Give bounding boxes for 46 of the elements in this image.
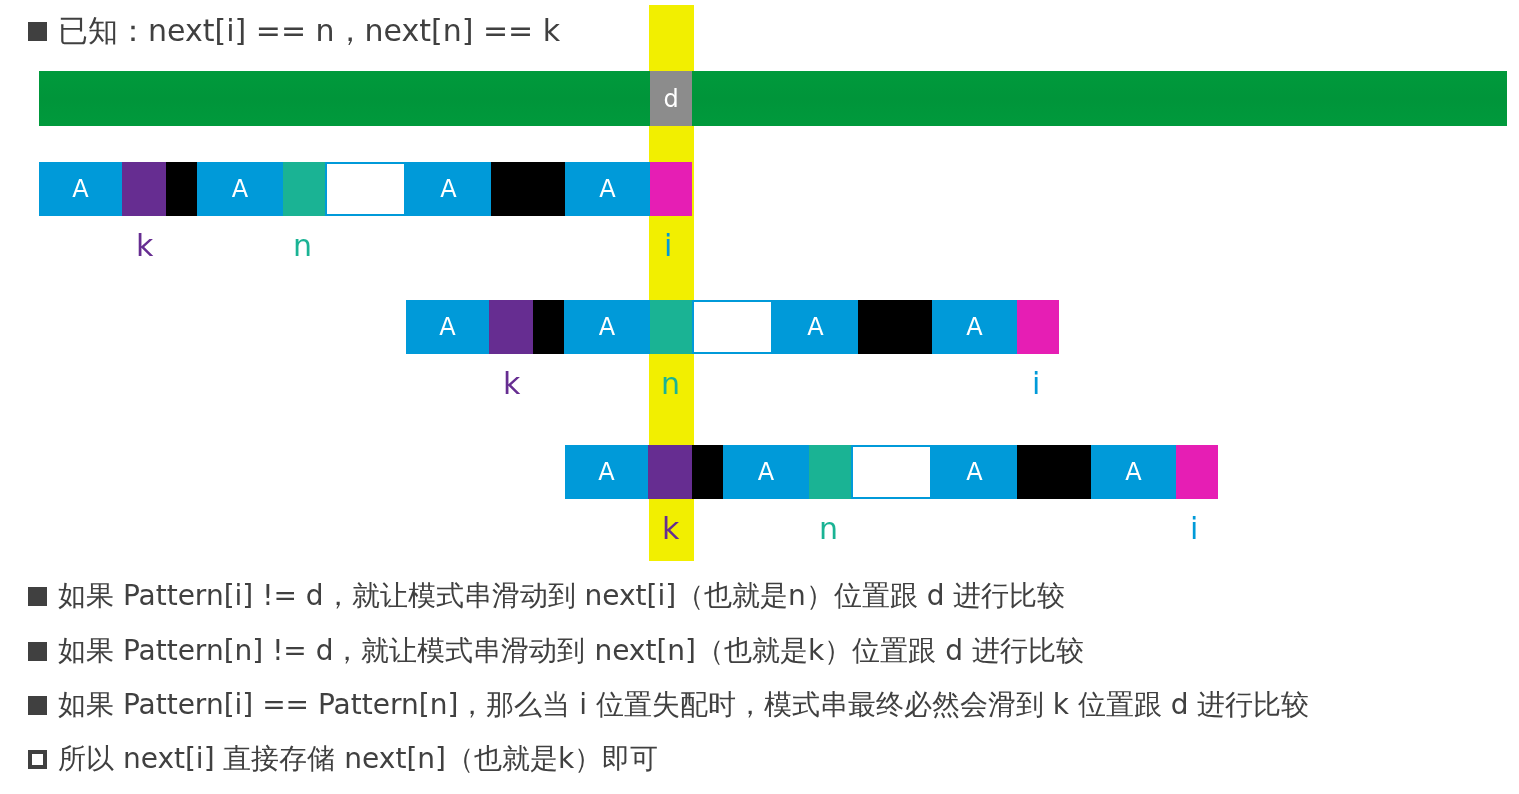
note-text: 如果 Pattern[i] == Pattern[n]，那么当 i 位置失配时，模式串最终必然会滑到 k 位置跟 d 进行比较 — [58, 688, 1310, 722]
character-cell — [851, 445, 932, 499]
note-text: 所以 next[i] 直接存储 next[n]（也就是k）即可 — [58, 742, 659, 776]
note-text: 如果 Pattern[i] != d，就让模式串滑动到 next[i]（也就是n）位置跟 d 进行比较 — [58, 579, 1066, 613]
character-cell: d — [650, 71, 692, 126]
character-cell — [650, 300, 692, 354]
index-label: k — [503, 367, 521, 401]
character-cell: A — [932, 445, 1017, 499]
index-label: i — [1032, 367, 1041, 401]
character-cell: A — [1091, 445, 1176, 499]
character-cell — [692, 445, 723, 499]
index-label: k — [662, 512, 680, 546]
character-cell — [1176, 445, 1218, 499]
character-cell: A — [565, 162, 650, 216]
character-cell — [692, 300, 773, 354]
string-bar — [39, 71, 1507, 126]
index-label: k — [136, 229, 154, 263]
character-cell — [650, 162, 692, 216]
character-cell: A — [197, 162, 283, 216]
heading-text: 已知：next[i] == n，next[n] == k — [58, 14, 561, 48]
character-cell: A — [406, 162, 491, 216]
character-cell — [1017, 300, 1059, 354]
index-label: n — [819, 512, 838, 546]
index-label: i — [664, 229, 673, 263]
character-cell: A — [406, 300, 489, 354]
character-cell — [858, 300, 932, 354]
character-cell — [489, 300, 533, 354]
index-label: n — [293, 229, 312, 263]
index-label: i — [1190, 512, 1199, 546]
character-cell — [491, 162, 565, 216]
character-cell — [533, 300, 564, 354]
character-cell: A — [39, 162, 122, 216]
character-cell — [809, 445, 851, 499]
character-cell — [122, 162, 166, 216]
character-cell: A — [565, 445, 648, 499]
character-cell — [1017, 445, 1091, 499]
character-cell: A — [723, 445, 809, 499]
character-cell: A — [564, 300, 650, 354]
character-cell: A — [932, 300, 1017, 354]
character-cell — [283, 162, 325, 216]
character-cell — [648, 445, 692, 499]
note-text: 如果 Pattern[n] != d，就让模式串滑动到 next[n]（也就是k）位置跟 d 进行比较 — [58, 634, 1084, 668]
index-label: n — [661, 367, 680, 401]
character-cell — [325, 162, 406, 216]
character-cell — [166, 162, 197, 216]
character-cell: A — [773, 300, 858, 354]
